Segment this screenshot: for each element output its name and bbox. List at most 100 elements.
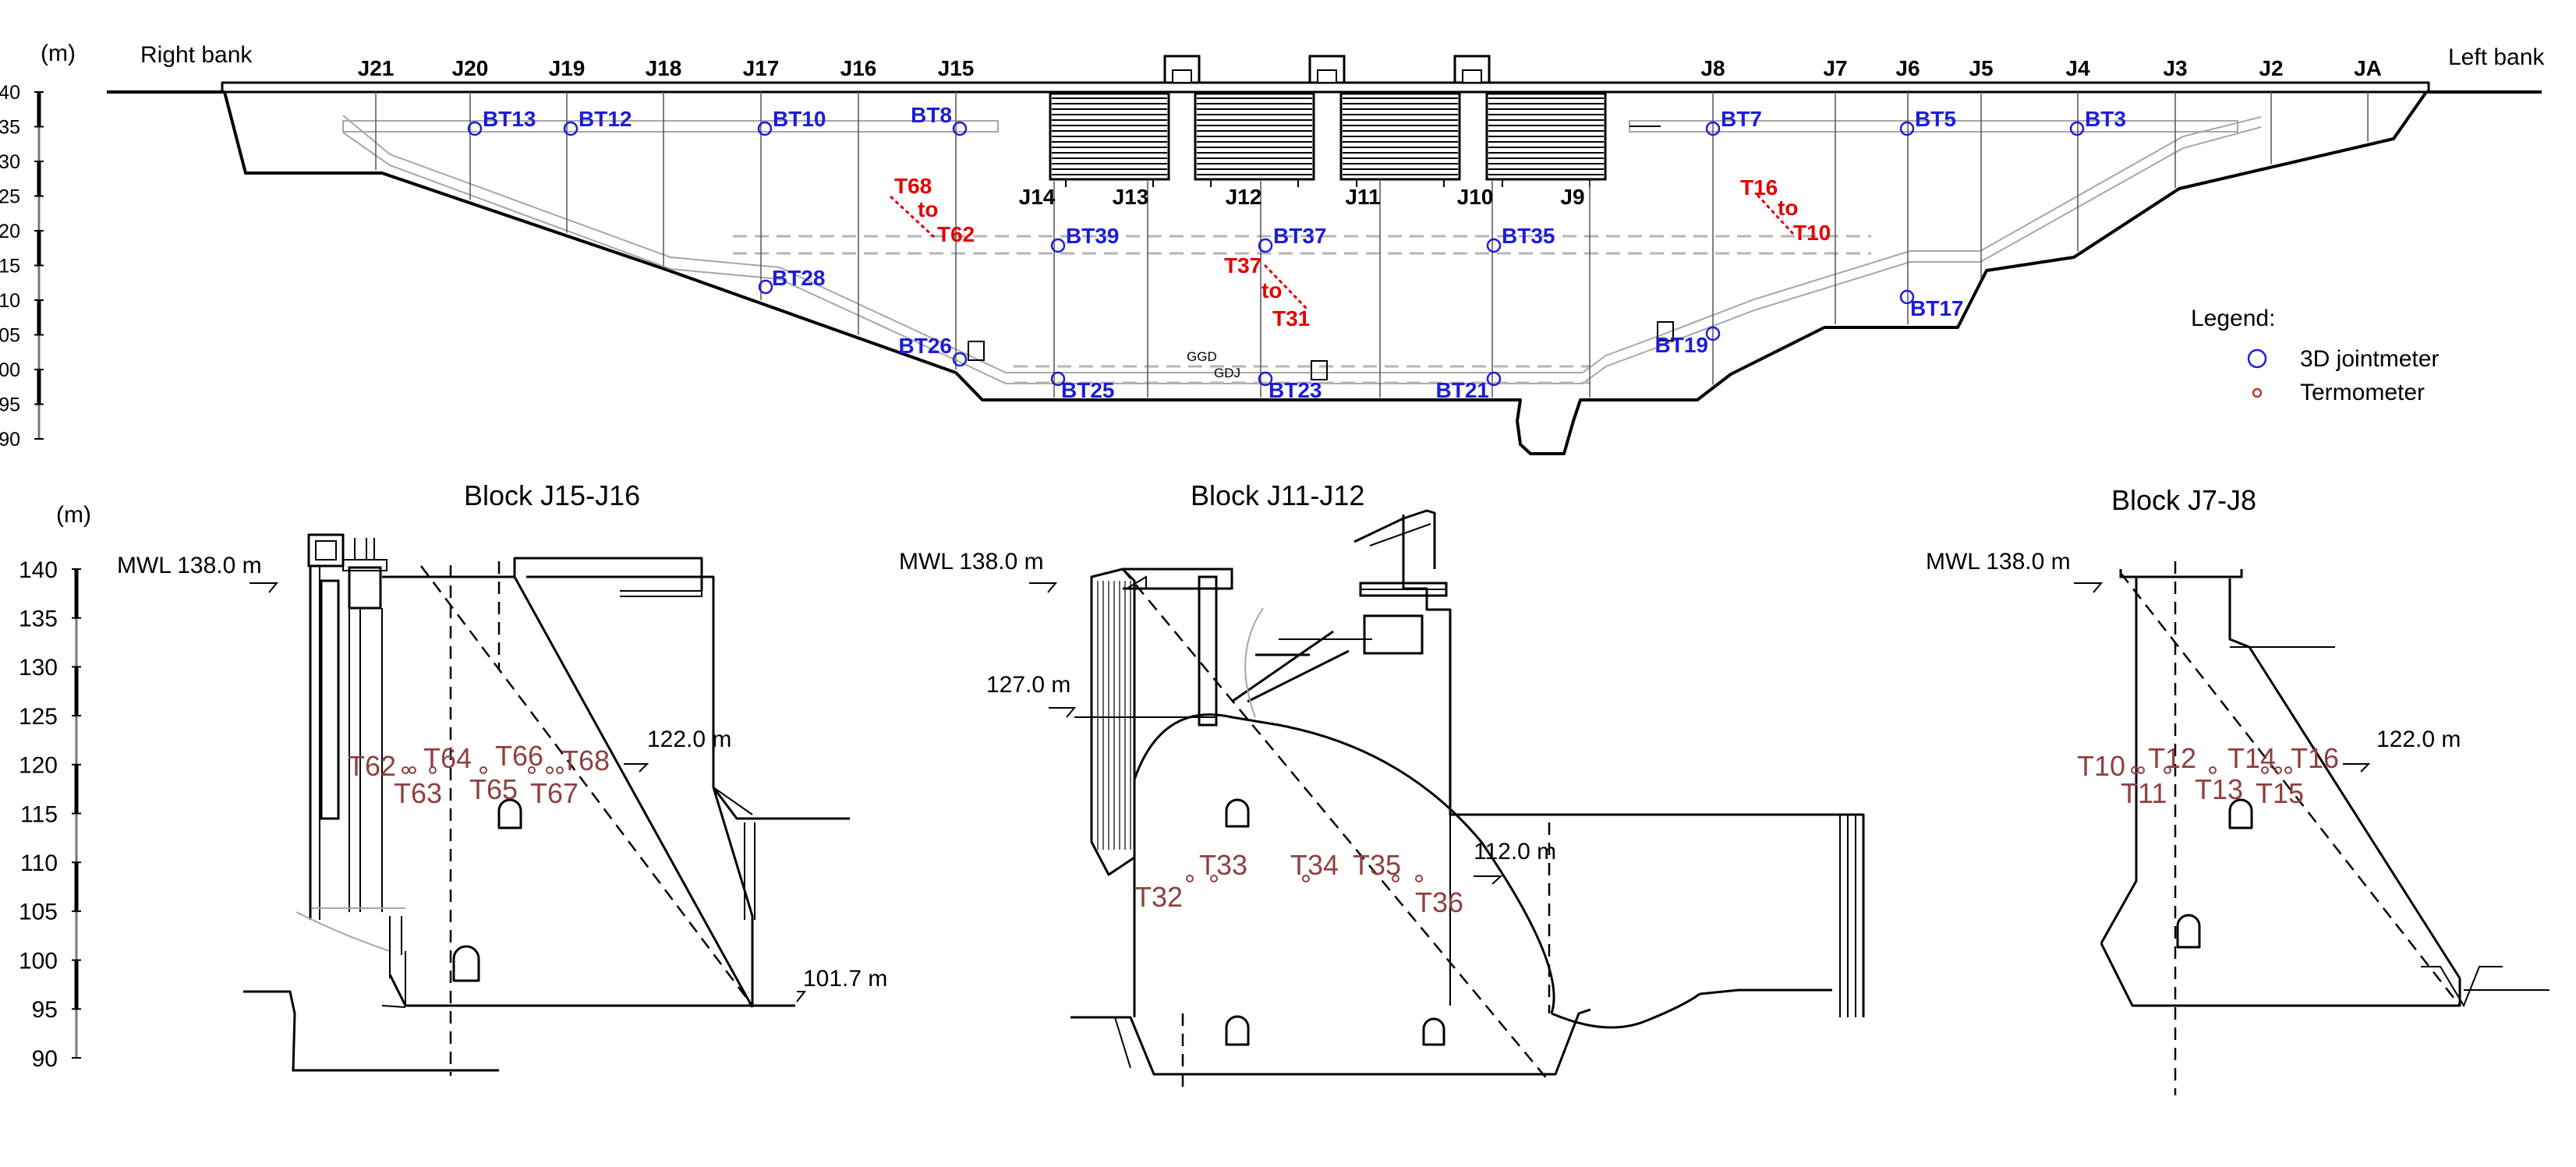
thermo-t35: T35 [1353, 849, 1401, 881]
elev-bottom-tick-95: 95 [32, 997, 58, 1023]
jointmeter-bt12-symbol [563, 121, 579, 136]
thermo-t14: T14 [2227, 742, 2276, 774]
thermo-t67: T67 [530, 777, 579, 809]
joint-label-j7: J7 [1823, 56, 1847, 80]
joint-label-j5: J5 [1969, 56, 1993, 80]
elev-bottom-tick-125: 125 [19, 704, 58, 730]
jointmeter-bt10-label: BT10 [773, 107, 826, 131]
jointmeter-bt28-label: BT28 [772, 266, 825, 290]
elev-bottom-tick-115: 115 [20, 801, 58, 827]
elev-top-tick-90: 90 [0, 429, 20, 451]
thermo-from-t68: T68 [894, 174, 932, 198]
elev-bottom-tick-90: 90 [32, 1046, 58, 1072]
longitudinal-section: (m) Right bank Left bank 140135130125120… [0, 41, 2545, 455]
section-block-j15-j16: Block J15-J16 MWL 138.0 m [117, 479, 887, 1076]
elev-top-tick-135: 135 [0, 117, 20, 139]
joint-label-j2: J2 [2259, 56, 2283, 80]
joint-label-j21: J21 [358, 56, 395, 80]
elev-top-tick-100: 100 [0, 359, 20, 381]
jointmeter-bt10-symbol [757, 121, 773, 136]
mwl-label-j15-j16: MWL 138.0 m [117, 553, 262, 578]
jointmeter-bt7-label: BT7 [1721, 107, 1762, 131]
joint-label-ja: JA [2354, 56, 2382, 80]
jointmeter-bt25-symbol [1050, 371, 1066, 387]
gallery-wall-inner [342, 126, 2262, 384]
jointmeter-bt39-symbol [1050, 238, 1066, 253]
legend-title: Legend: [2191, 306, 2275, 331]
legend-jointmeter-symbol [2247, 348, 2267, 369]
section-block-j7-j8: Block J7-J8 MWL 138.0 m 122.0 m T10 T11 [1926, 484, 2549, 1095]
jointmeter-bt3-label: BT3 [2085, 107, 2126, 131]
elev-bottom-tick-130: 130 [19, 655, 58, 681]
joint-label-j11: J11 [1345, 185, 1380, 209]
joint-label-j14: J14 [1019, 185, 1056, 209]
elev-top-tick-115: 115 [0, 256, 20, 278]
jointmeter-bt8-symbol [952, 121, 968, 136]
jointmeter-bt8-label: BT8 [911, 103, 952, 127]
jointmeter-bt13-symbol [467, 121, 483, 136]
joint-label-j16: J16 [840, 56, 877, 80]
thermo-group-t16-t10: T16 to T10 [1740, 175, 1831, 245]
thermo-to-t62: T62 [937, 222, 975, 246]
gallery-wall-outer [342, 115, 2262, 373]
jointmeter-bt17-symbol [1899, 289, 1915, 305]
legend: Legend: 3D jointmeter Termometer [2191, 306, 2439, 405]
jointmeter-bt35-symbol [1486, 238, 1502, 253]
left-bank-label: Left bank [2448, 44, 2545, 70]
joint-label-j6: J6 [1895, 56, 1920, 80]
thermo-t11: T11 [2121, 777, 2167, 809]
level-127-j11-j12: 127.0 m [986, 672, 1070, 698]
thermo-t34: T34 [1290, 849, 1339, 881]
joint-label-j19: J19 [549, 56, 586, 80]
legend-termometer-symbol [2252, 387, 2263, 398]
thermo-from-t37: T37 [1224, 253, 1261, 278]
jointmeter-bt39-label: BT39 [1066, 224, 1119, 248]
level-122-j7-j8: 122.0 m [2376, 727, 2461, 752]
thermo-t10: T10 [2077, 750, 2125, 782]
elev-bottom-tick-120: 120 [19, 753, 58, 779]
jointmeter-bt13-label: BT13 [483, 107, 536, 131]
joint-label-j15: J15 [938, 56, 975, 80]
legend-jointmeter-label: 3D jointmeter [2300, 346, 2439, 372]
jointmeter-bt35-label: BT35 [1502, 224, 1555, 248]
thermo-t13: T13 [2195, 773, 2243, 805]
level-122-j15-j16: 122.0 m [647, 727, 731, 752]
jointmeter-bt17-label: BT17 [1910, 296, 1963, 320]
joint-label-j3: J3 [2163, 56, 2187, 80]
jointmeter-bt37-symbol [1258, 238, 1273, 253]
unit-label-bottom: (m) [56, 502, 91, 528]
thermo-to-t10: T10 [1793, 221, 1831, 245]
jointmeter-bt28-symbol [758, 279, 773, 295]
elev-bottom-tick-110: 110 [20, 850, 58, 876]
elev-top-tick-105: 105 [0, 325, 20, 347]
thermo-connector: to [1261, 278, 1282, 302]
thermo-t64: T64 [423, 742, 472, 774]
thermo-to-t31: T31 [1272, 306, 1310, 331]
joint-lines [375, 92, 2369, 398]
gdj-label: GDJ [1214, 366, 1240, 380]
right-bank-label: Right bank [140, 42, 253, 68]
jointmeter-bt21-symbol [1486, 371, 1502, 387]
elev-top-tick-140: 140 [0, 82, 20, 104]
jointmeter-bt7-symbol [1705, 121, 1721, 136]
thermo-group-t68-t62: T68 to T62 [889, 174, 975, 246]
thermo-t63: T63 [394, 777, 442, 809]
elev-top-tick-125: 125 [0, 186, 20, 208]
joint-label-j20: J20 [452, 56, 489, 80]
elev-top-tick-120: 120 [0, 221, 20, 242]
jointmeter-bt5-label: BT5 [1915, 107, 1956, 131]
joint-label-j10: J10 [1457, 185, 1494, 209]
thermometers-j11-j12: T32 T33 T34 T35 T36 [1134, 849, 1463, 918]
jointmeter-bt5-symbol [1899, 121, 1915, 136]
thermo-t36: T36 [1415, 886, 1463, 918]
mwl-label-j11-j12: MWL 138.0 m [899, 549, 1044, 575]
thermo-t33: T33 [1199, 849, 1247, 881]
joint-label-j17: J17 [743, 56, 780, 80]
elev-bottom-tick-140: 140 [19, 557, 58, 583]
thermo-t65: T65 [469, 773, 518, 805]
jointmeter-bt37-label: BT37 [1273, 224, 1326, 248]
jointmeter-bt3-symbol [2069, 121, 2085, 136]
thermometers-j15-j16: T62 T63 T64 T65 T66 T67 T68 [348, 740, 610, 809]
joint-label-j12: J12 [1226, 185, 1262, 209]
